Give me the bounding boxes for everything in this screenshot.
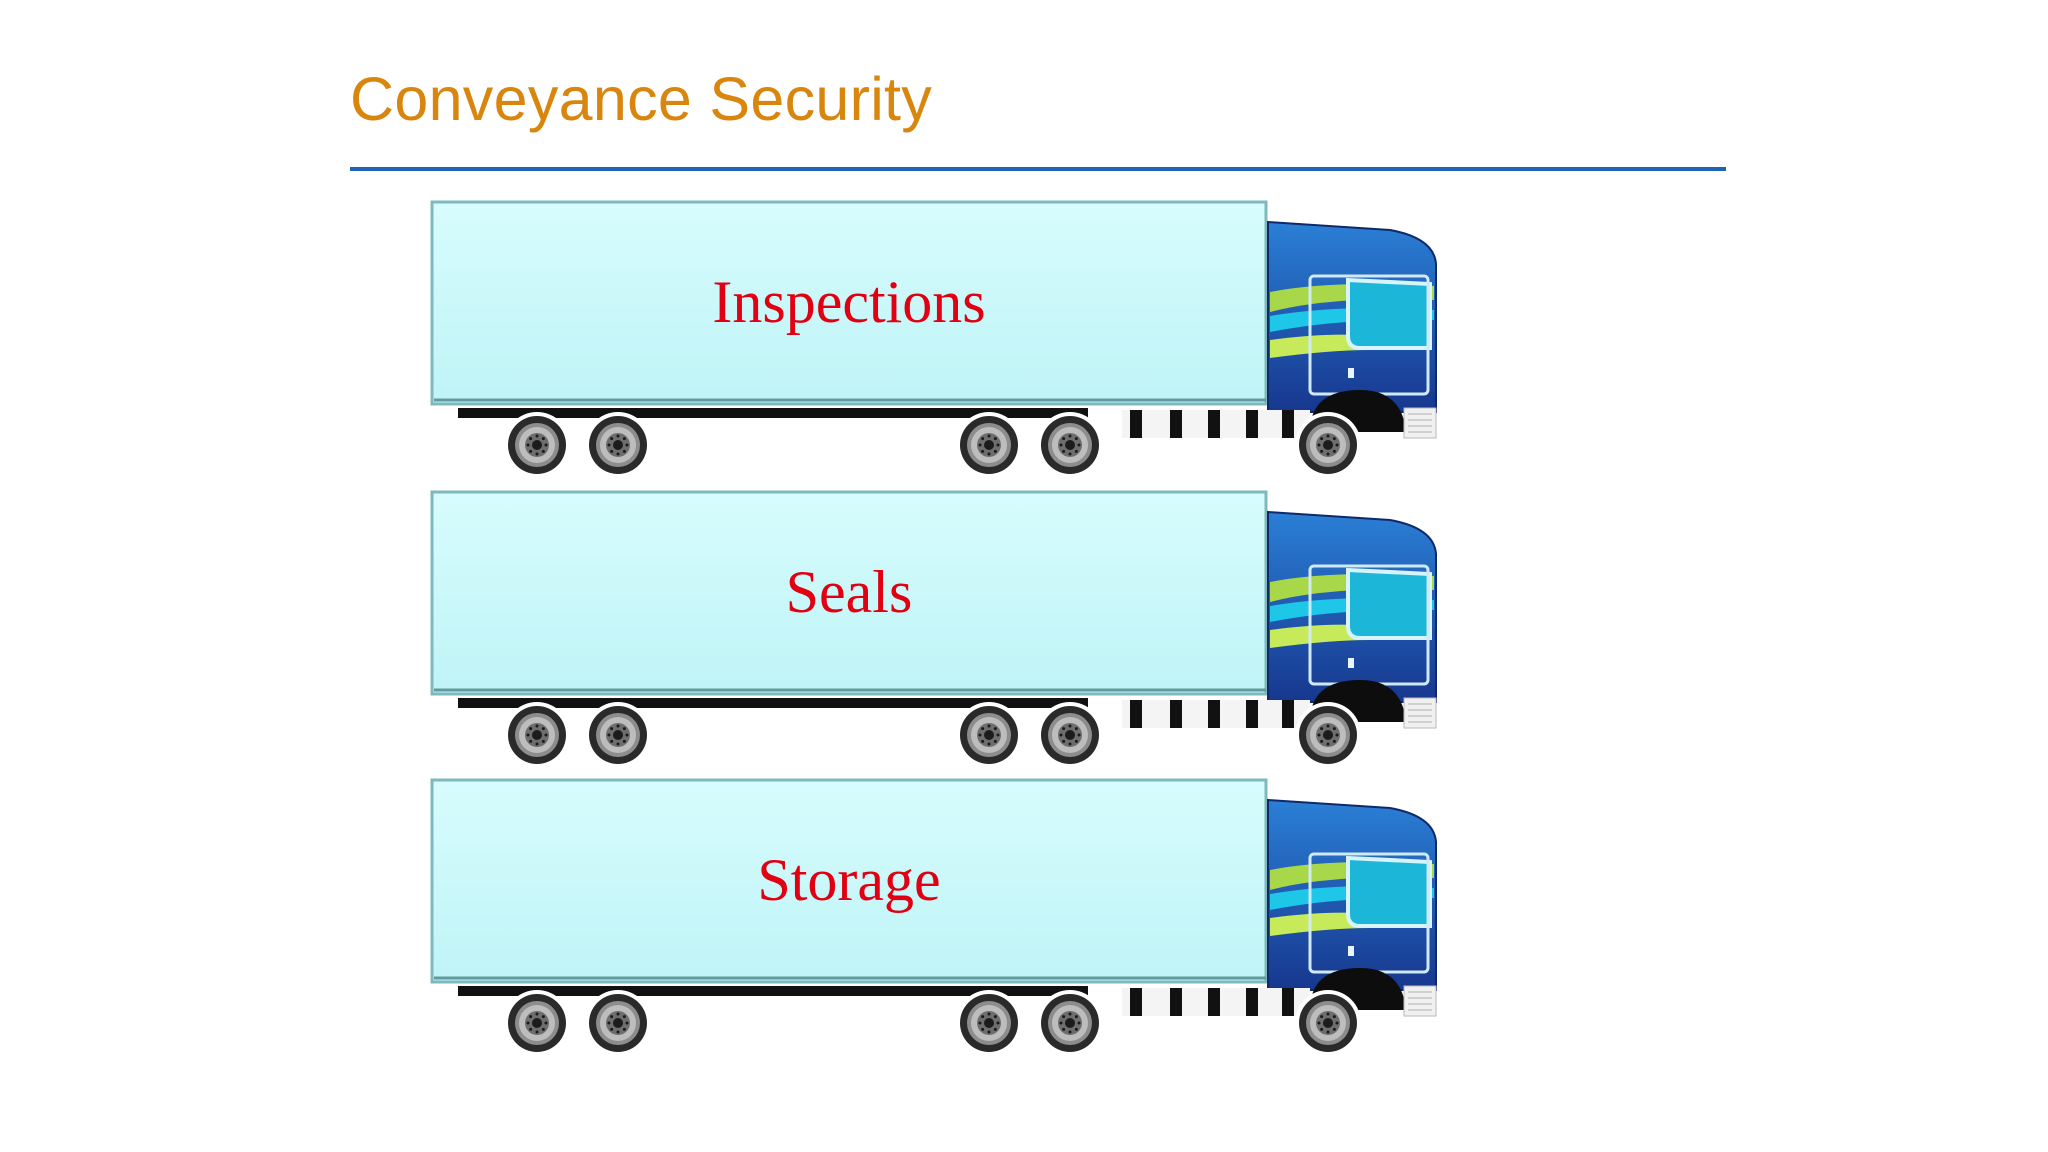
wheel-icon: [1037, 990, 1103, 1056]
trailer-chassis: [458, 408, 1088, 418]
cab-bumper: [1403, 985, 1437, 1017]
title-divider: [350, 167, 1726, 171]
wheel-icon: [956, 412, 1022, 478]
wheel-icon: [504, 412, 570, 478]
cab-window: [1346, 567, 1432, 640]
slide-title: Conveyance Security: [350, 65, 933, 133]
truck-icon: [430, 200, 1437, 478]
trailer-chassis: [458, 986, 1088, 996]
truck-icon: [430, 778, 1437, 1056]
cab-window: [1346, 855, 1432, 928]
wheel-icon: [585, 702, 651, 768]
truck-3: Storage: [430, 778, 1440, 1058]
truck-1: Inspections: [430, 200, 1440, 480]
trailer-chassis: [458, 698, 1088, 708]
wheel-icon: [504, 990, 570, 1056]
truck-2: Seals: [430, 490, 1440, 770]
wheel-icon: [956, 990, 1022, 1056]
trailer-box: [430, 778, 1268, 984]
cab-bumper: [1403, 697, 1437, 729]
wheel-icon: [1295, 412, 1361, 478]
truck-icon: [430, 490, 1437, 768]
wheel-icon: [1037, 702, 1103, 768]
wheel-icon: [956, 702, 1022, 768]
trailer-box: [430, 490, 1268, 696]
cab-window: [1346, 277, 1432, 350]
wheel-icon: [1295, 702, 1361, 768]
wheel-icon: [504, 702, 570, 768]
wheel-icon: [1295, 990, 1361, 1056]
cab-bumper: [1403, 407, 1437, 439]
wheel-icon: [585, 990, 651, 1056]
trailer-box: [430, 200, 1268, 406]
wheel-icon: [585, 412, 651, 478]
wheel-icon: [1037, 412, 1103, 478]
